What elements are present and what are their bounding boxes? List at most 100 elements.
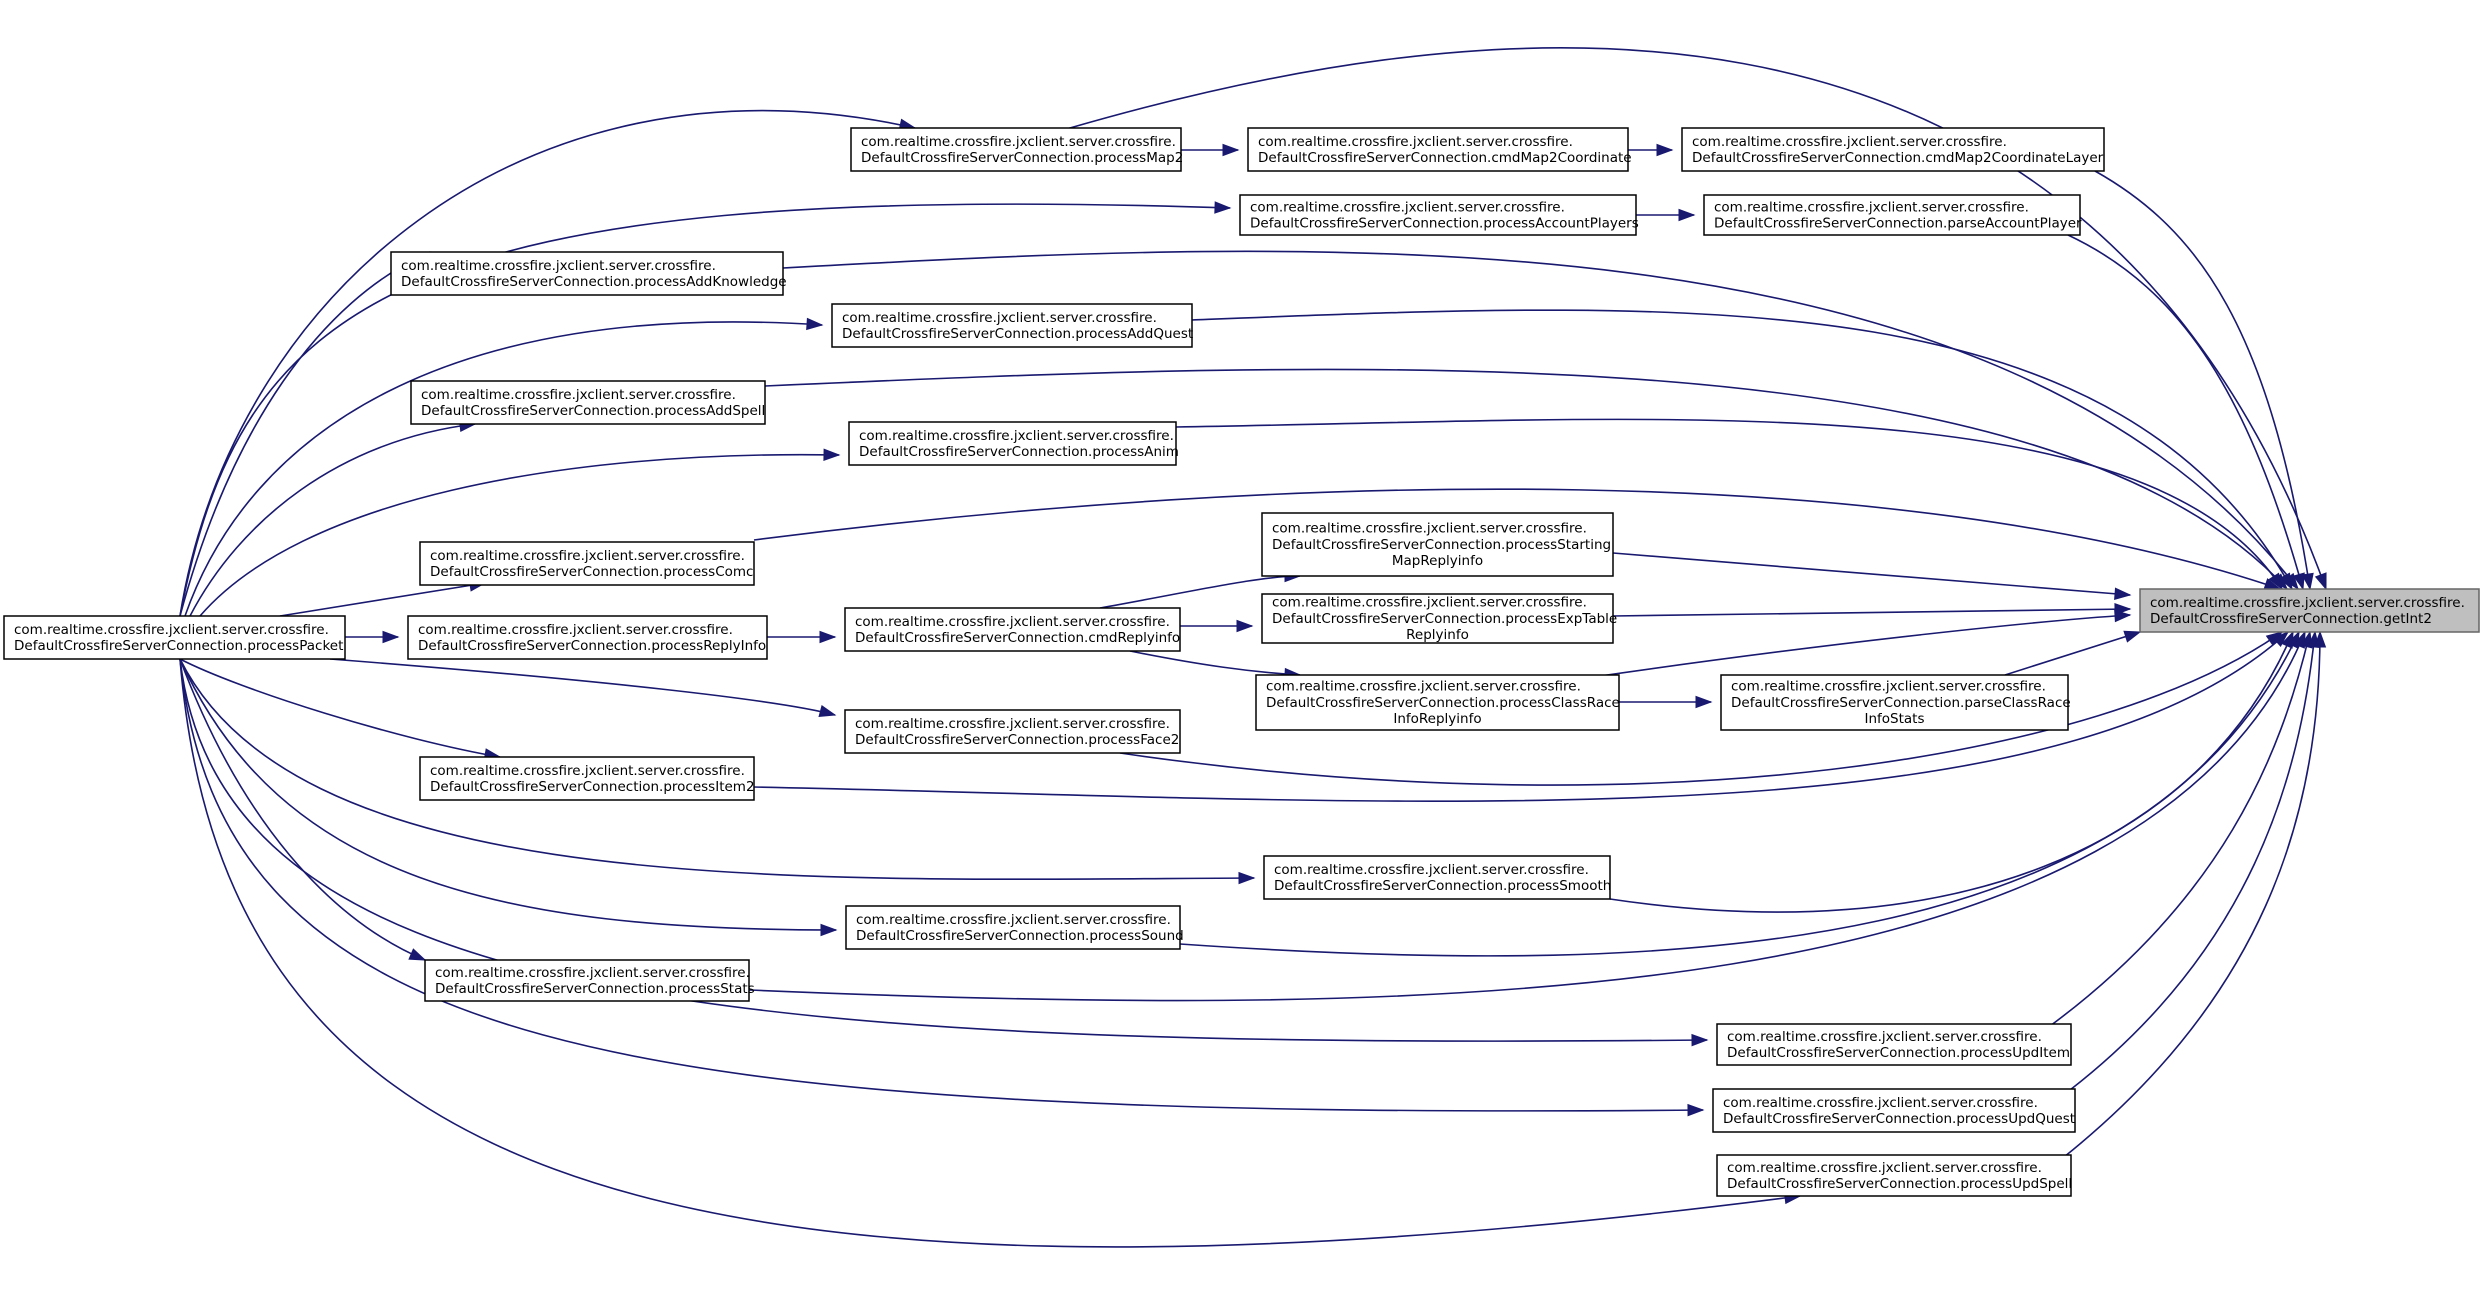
node-box[interactable] (1263, 855, 1611, 900)
edge-line (179, 658, 501, 758)
node-processUpdQuest[interactable]: com.realtime.crossfire.jxclient.server.c… (1712, 1088, 2076, 1133)
node-box[interactable] (3, 615, 346, 660)
edge-arrowhead-processPacket-to-processStats (408, 948, 427, 961)
node-processStartingMapReplyinfo[interactable]: com.realtime.crossfire.jxclient.server.c… (1261, 512, 1614, 577)
edge-cmdMap2Coordinate-to-cmdMap2CoordinateLayer (1628, 143, 1674, 157)
edge-line (179, 658, 837, 931)
edge-processMap2-to-cmdMap2Coordinate (1181, 143, 1240, 157)
node-processFace2[interactable]: com.realtime.crossfire.jxclient.server.c… (844, 709, 1181, 754)
node-processUpdSpell[interactable]: com.realtime.crossfire.jxclient.server.c… (1716, 1154, 2072, 1197)
edge-processPacket-to-processItem2 (179, 658, 502, 761)
node-label-line: com.realtime.crossfire.jxclient.server.c… (1272, 595, 1587, 611)
node-processClassRaceInfoReplyinfo[interactable]: com.realtime.crossfire.jxclient.server.c… (1255, 674, 1620, 731)
node-box[interactable] (424, 959, 750, 1002)
edge-arrowhead-parseClassRaceInfoStats-to-getInt2 (2123, 630, 2142, 643)
node-label-line: InfoReplyinfo (1393, 711, 1481, 727)
edge-arrowhead-processPacket-to-processAddQuest (806, 317, 824, 331)
node-box[interactable] (844, 607, 1181, 652)
node-processReplyInfo[interactable]: com.realtime.crossfire.jxclient.server.c… (407, 615, 768, 660)
edge-processSmooth-to-getInt2 (1609, 630, 2294, 913)
node-box[interactable] (419, 756, 755, 801)
edge-arrowhead-processPacket-to-processReplyInfo (382, 630, 400, 644)
node-box[interactable] (1681, 127, 2105, 172)
node-box[interactable] (1703, 194, 2081, 236)
node-box[interactable] (1247, 127, 1629, 172)
node-box[interactable] (1716, 1154, 2072, 1197)
node-label-line: DefaultCrossfireServerConnection.cmdMap2… (1258, 150, 1632, 166)
node-processAnim[interactable]: com.realtime.crossfire.jxclient.server.c… (848, 421, 1179, 466)
node-cmdMap2Coordinate[interactable]: com.realtime.crossfire.jxclient.server.c… (1247, 127, 1632, 172)
edge-arrowhead-processAccountPlayers-to-parseAccountPlayer (1678, 208, 1696, 222)
node-label-line: DefaultCrossfireServerConnection.process… (1266, 695, 1620, 711)
node-box[interactable] (410, 380, 766, 425)
node-box[interactable] (1261, 512, 1614, 577)
node-box[interactable] (1716, 1023, 2072, 1066)
node-processSound[interactable]: com.realtime.crossfire.jxclient.server.c… (845, 905, 1184, 950)
node-processAddKnowledge[interactable]: com.realtime.crossfire.jxclient.server.c… (390, 251, 787, 296)
node-cmdMap2CoordinateLayer[interactable]: com.realtime.crossfire.jxclient.server.c… (1681, 127, 2105, 172)
node-label-line: DefaultCrossfireServerConnection.process… (1727, 1045, 2070, 1061)
node-box[interactable] (419, 541, 755, 586)
node-processItem2[interactable]: com.realtime.crossfire.jxclient.server.c… (419, 756, 755, 801)
node-processAccountPlayers[interactable]: com.realtime.crossfire.jxclient.server.c… (1239, 194, 1639, 236)
node-processPacket[interactable]: com.realtime.crossfire.jxclient.server.c… (3, 615, 346, 660)
node-box[interactable] (2139, 588, 2480, 633)
node-label-line: Replyinfo (1406, 627, 1469, 643)
node-getInt2[interactable]: com.realtime.crossfire.jxclient.server.c… (2139, 588, 2480, 633)
edge-line (279, 582, 486, 617)
node-label-line: DefaultCrossfireServerConnection.process… (430, 779, 755, 795)
node-box[interactable] (1255, 674, 1620, 731)
edge-line (179, 658, 1255, 881)
edge-arrowhead-processPacket-to-processSmooth (1238, 871, 1256, 885)
node-box[interactable] (1239, 194, 1637, 236)
edge-arrowhead-processPacket-to-processAnim (823, 448, 841, 461)
node-processStats[interactable]: com.realtime.crossfire.jxclient.server.c… (424, 959, 755, 1002)
node-box[interactable] (831, 303, 1193, 348)
node-processAddQuest[interactable]: com.realtime.crossfire.jxclient.server.c… (831, 303, 1193, 348)
edge-processAddQuest-to-getInt2 (1191, 309, 2293, 591)
edge-processPacket-to-processAnim (199, 448, 841, 617)
edge-line (2004, 631, 2141, 676)
edge-parseClassRaceInfoStats-to-getInt2 (2004, 630, 2142, 676)
edge-arrowhead-cmdMap2CoordinateLayer-to-getInt2 (2301, 572, 2314, 591)
node-label-line: com.realtime.crossfire.jxclient.server.c… (1250, 199, 1565, 215)
node-processSmooth[interactable]: com.realtime.crossfire.jxclient.server.c… (1263, 855, 1611, 900)
edge-arrowhead-processClassRaceInfoReplyinfo-to-parseClassRaceInfoStats (1695, 695, 1713, 709)
node-box[interactable] (1261, 593, 1614, 644)
node-box[interactable] (850, 127, 1182, 172)
node-label-line: com.realtime.crossfire.jxclient.server.c… (1727, 1029, 2042, 1045)
node-parseClassRaceInfoStats[interactable]: com.realtime.crossfire.jxclient.server.c… (1720, 674, 2071, 731)
edge-processExpTableReplyinfo-to-getInt2 (1612, 602, 2132, 617)
node-cmdReplyinfo[interactable]: com.realtime.crossfire.jxclient.server.c… (844, 607, 1181, 652)
edge-line (1179, 631, 2300, 957)
node-box[interactable] (407, 615, 768, 660)
node-processAddSpell[interactable]: com.realtime.crossfire.jxclient.server.c… (410, 380, 766, 425)
edge-processUpdItem-to-getInt2 (2049, 630, 2313, 1027)
edge-processItem2-to-getInt2 (753, 631, 2290, 802)
node-label-line: DefaultCrossfireServerConnection.process… (430, 564, 753, 580)
edge-processPacket-to-processUpdQuest (179, 658, 1705, 1117)
node-box[interactable] (390, 251, 784, 296)
node-box[interactable] (848, 421, 1177, 466)
edge-line (179, 251, 431, 617)
node-processComc[interactable]: com.realtime.crossfire.jxclient.server.c… (419, 541, 755, 586)
node-processExpTableReplyinfo[interactable]: com.realtime.crossfire.jxclient.server.c… (1261, 593, 1617, 644)
edge-line (189, 423, 476, 617)
edge-processAccountPlayers-to-parseAccountPlayer (1636, 208, 1696, 222)
node-label-line: DefaultCrossfireServerConnection.process… (1723, 1111, 2075, 1127)
edge-processStartingMapReplyinfo-to-getInt2 (1612, 552, 2132, 600)
edge-arrowhead-cmdReplyinfo-to-processExpTableReplyinfo (1236, 619, 1254, 633)
edge-line (2069, 631, 2316, 1091)
node-box[interactable] (844, 709, 1181, 754)
node-label-line: com.realtime.crossfire.jxclient.server.c… (861, 134, 1176, 150)
edges-layer (179, 47, 2327, 1248)
node-box[interactable] (1712, 1088, 2076, 1133)
edge-line (764, 368, 2288, 590)
edge-arrowhead-processClassRaceInfoReplyinfo-to-getInt2 (2114, 609, 2132, 623)
node-box[interactable] (845, 905, 1181, 950)
node-box[interactable] (1720, 674, 2069, 731)
node-processMap2[interactable]: com.realtime.crossfire.jxclient.server.c… (850, 127, 1183, 172)
node-processUpdItem[interactable]: com.realtime.crossfire.jxclient.server.c… (1716, 1023, 2072, 1066)
node-parseAccountPlayer[interactable]: com.realtime.crossfire.jxclient.server.c… (1703, 194, 2082, 236)
edge-line (1175, 418, 2283, 590)
